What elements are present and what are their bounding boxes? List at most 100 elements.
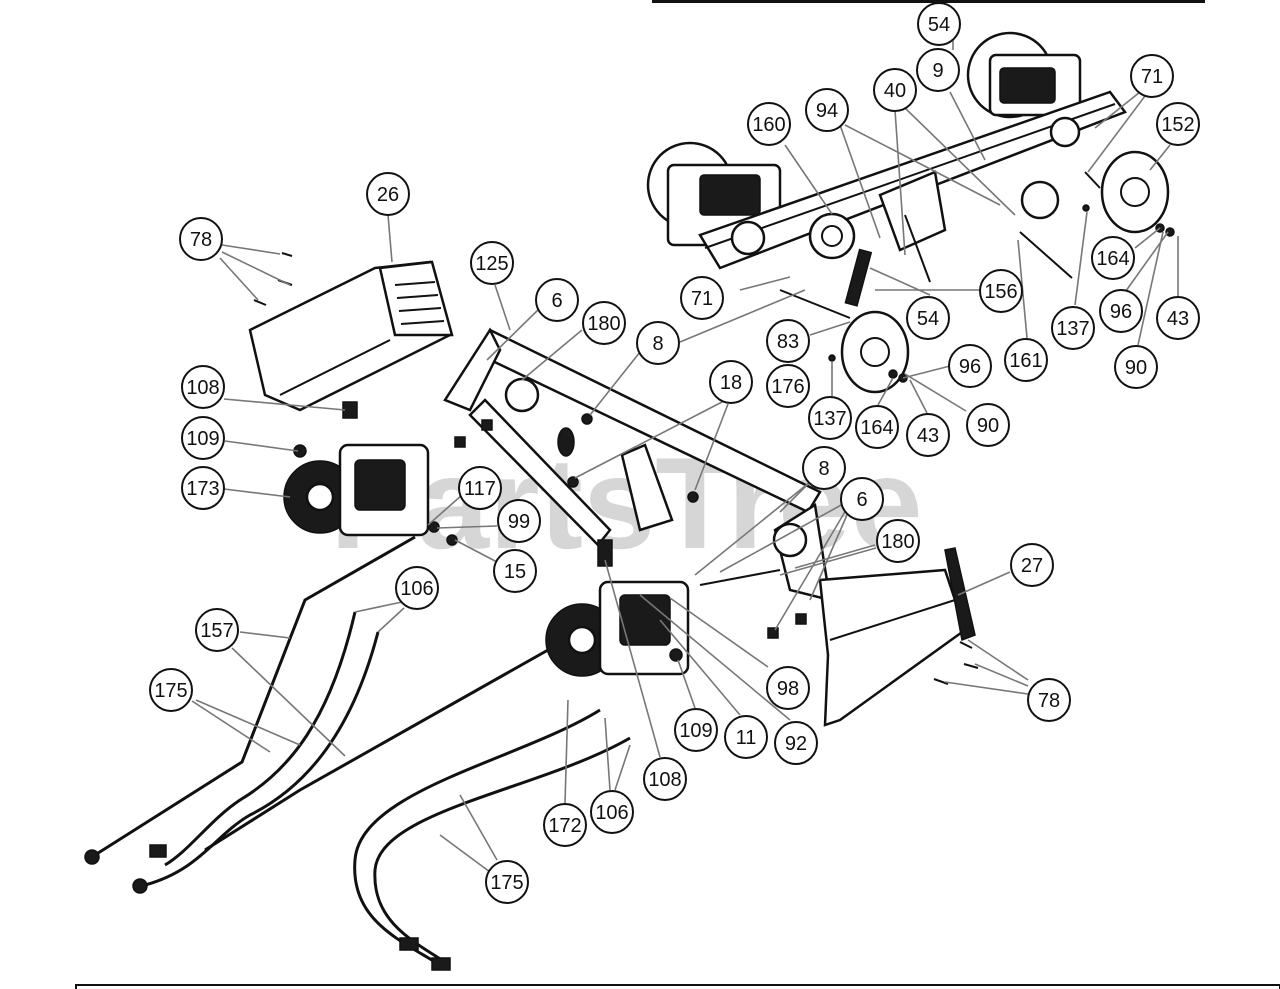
callout-6[interactable]: 6: [840, 477, 884, 521]
callout-94[interactable]: 94: [805, 88, 849, 132]
leader-8a: [589, 351, 641, 416]
hose-157: [94, 535, 416, 857]
hose-end-1: [84, 849, 100, 865]
fitting-108-left: [342, 401, 358, 419]
upper-frame-edge: [704, 103, 1116, 249]
callout-117[interactable]: 117: [458, 466, 502, 510]
callout-label: 125: [475, 253, 508, 275]
callout-92[interactable]: 92: [774, 721, 818, 765]
leader-8a-up: [679, 289, 806, 343]
shield-26-bend: [279, 339, 391, 396]
bolt-137-upper: [1019, 231, 1073, 279]
callout-label: 18: [720, 372, 742, 394]
leader-94-b: [844, 124, 1001, 206]
leader-106a-a: [354, 601, 403, 613]
callout-137[interactable]: 137: [808, 396, 852, 440]
callout-40[interactable]: 40: [873, 68, 917, 112]
callout-172[interactable]: 172: [543, 803, 587, 847]
callout-164[interactable]: 164: [855, 405, 899, 449]
callout-label: 180: [587, 313, 620, 335]
callout-43[interactable]: 43: [906, 413, 950, 457]
callout-9[interactable]: 9: [916, 48, 960, 92]
callout-109[interactable]: 109: [674, 708, 718, 752]
leader-78a-b: [221, 251, 291, 286]
callout-18[interactable]: 18: [709, 360, 753, 404]
callout-175[interactable]: 175: [485, 860, 529, 904]
vent-slot-2: [396, 294, 439, 299]
bolt-78-a: [281, 252, 293, 257]
callout-175[interactable]: 175: [149, 668, 193, 712]
callout-90[interactable]: 90: [966, 403, 1010, 447]
callout-160[interactable]: 160: [747, 102, 791, 146]
callout-99[interactable]: 99: [497, 499, 541, 543]
callout-label: 172: [548, 815, 581, 837]
leader-137a: [1074, 211, 1088, 306]
vent-slot-3: [398, 307, 442, 312]
tensioner-arm-54: [844, 248, 873, 307]
callout-83[interactable]: 83: [766, 319, 810, 363]
shield-27-body: [818, 568, 967, 727]
callout-108[interactable]: 108: [643, 757, 687, 801]
callout-8[interactable]: 8: [636, 321, 680, 365]
callout-161[interactable]: 161: [1004, 338, 1048, 382]
callout-label: 11: [736, 727, 757, 749]
frame-left-bracket: [443, 327, 502, 412]
leader-6a: [486, 307, 541, 361]
callout-54[interactable]: 54: [906, 296, 950, 340]
callout-157[interactable]: 157: [195, 608, 239, 652]
callout-54[interactable]: 54: [917, 2, 961, 46]
callout-11[interactable]: 11: [724, 715, 768, 759]
leader-157-a: [239, 631, 291, 639]
callouts: 54 9 40 94 160 71 152 26 78 125 6 180 8 …: [149, 2, 1200, 904]
callout-71[interactable]: 71: [680, 276, 724, 320]
callout-137[interactable]: 137: [1051, 306, 1095, 350]
callout-6[interactable]: 6: [535, 278, 579, 322]
callout-15[interactable]: 15: [493, 549, 537, 593]
callout-109[interactable]: 109: [181, 416, 225, 460]
hose-175-right-a: [353, 708, 601, 967]
callout-78[interactable]: 78: [1027, 678, 1071, 722]
left-pump-valve: [354, 459, 406, 511]
callout-90[interactable]: 90: [1114, 345, 1158, 389]
callout-26[interactable]: 26: [366, 172, 410, 216]
callout-label: 15: [504, 561, 526, 583]
brake-disc-lower-hub: [860, 337, 890, 367]
center-pulley-inner: [821, 225, 843, 247]
nut-6-right: [767, 627, 779, 639]
callout-106[interactable]: 106: [590, 790, 634, 834]
callout-96[interactable]: 96: [1099, 289, 1143, 333]
callout-152[interactable]: 152: [1156, 102, 1200, 146]
callout-164[interactable]: 164: [1091, 236, 1135, 280]
callout-27[interactable]: 27: [1010, 543, 1054, 587]
callout-176[interactable]: 176: [766, 364, 810, 408]
leader-109b: [677, 659, 696, 709]
callout-8[interactable]: 8: [802, 446, 846, 490]
leader-108a: [223, 398, 346, 411]
bolt-78-c: [253, 299, 267, 306]
callout-98[interactable]: 98: [766, 666, 810, 710]
callout-125[interactable]: 125: [470, 241, 514, 285]
callout-180[interactable]: 180: [582, 301, 626, 345]
vent-slot-4: [400, 320, 445, 325]
callout-106[interactable]: 106: [395, 566, 439, 610]
callout-label: 43: [1167, 308, 1189, 330]
callout-label: 54: [917, 308, 939, 330]
callout-108[interactable]: 108: [181, 365, 225, 409]
leader-108b: [604, 559, 661, 758]
right-pump-assembly: [545, 539, 781, 677]
hose-end-5: [399, 937, 419, 951]
callout-label: 175: [490, 872, 523, 894]
callout-180[interactable]: 180: [876, 519, 920, 563]
callout-71[interactable]: 71: [1130, 54, 1174, 98]
callout-156[interactable]: 156: [979, 269, 1023, 313]
leader-96b: [902, 365, 951, 379]
callout-173[interactable]: 173: [181, 466, 225, 510]
callout-43[interactable]: 43: [1156, 296, 1200, 340]
upper-left-motor-valve: [699, 174, 761, 216]
callout-label: 43: [917, 425, 939, 447]
leader-78b-a: [967, 639, 1029, 681]
callout-label: 94: [816, 100, 838, 122]
callout-78[interactable]: 78: [179, 217, 223, 261]
callout-96[interactable]: 96: [948, 344, 992, 388]
